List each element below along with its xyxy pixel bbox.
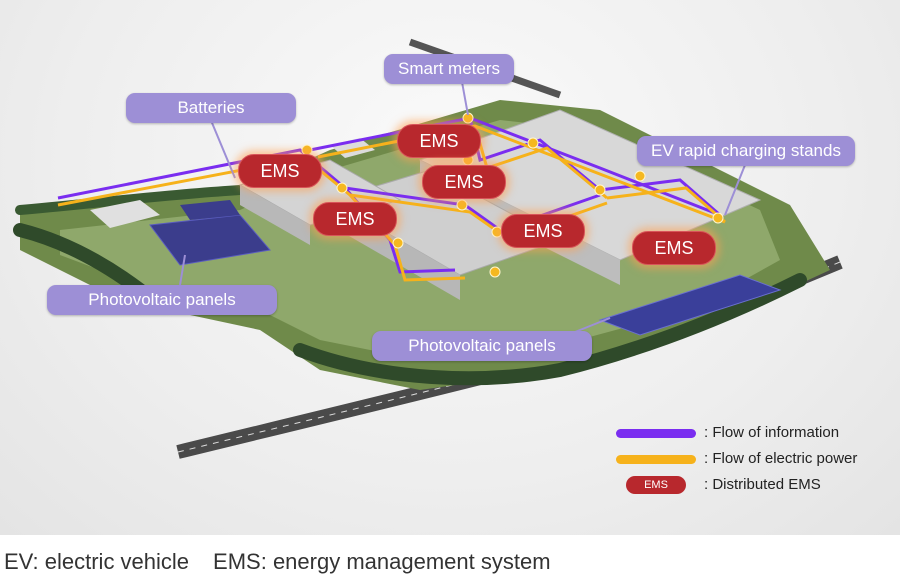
legend-power-label: : Flow of electric power xyxy=(704,450,858,467)
ems-badge: EMS xyxy=(313,202,397,236)
legend-ems: EMS : Distributed EMS xyxy=(616,474,896,496)
callout-batteries: Batteries xyxy=(126,93,296,123)
footnote: EV: electric vehicle EMS: energy manageme… xyxy=(4,549,575,575)
ems-badge: EMS xyxy=(422,165,506,199)
information-swatch xyxy=(616,429,696,438)
building-small xyxy=(90,200,160,228)
legend-ems-label: : Distributed EMS xyxy=(704,476,821,493)
ems-swatch: EMS xyxy=(626,476,686,494)
solar-array-left xyxy=(149,214,271,266)
footnote-ev: EV: electric vehicle xyxy=(4,549,190,574)
power-swatch xyxy=(616,455,696,464)
callout-ev-charging: EV rapid charging stands xyxy=(637,136,855,166)
ems-badge: EMS xyxy=(238,154,322,188)
ems-badge: EMS xyxy=(397,124,481,158)
callout-photovoltaic-bottom: Photovoltaic panels xyxy=(372,331,592,361)
footnote-ems: EMS: energy management system xyxy=(213,549,551,574)
solar-array-right xyxy=(598,274,782,336)
legend-power: : Flow of electric power xyxy=(616,448,896,470)
aerial-scene: Smart meters Batteries EV rapid charging… xyxy=(0,0,900,535)
callout-smart-meters: Smart meters xyxy=(384,54,515,84)
callout-photovoltaic-left: Photovoltaic panels xyxy=(47,285,277,315)
ems-badge: EMS xyxy=(501,214,585,248)
ems-badge: EMS xyxy=(632,231,716,265)
legend-information: : Flow of information xyxy=(616,422,896,444)
legend-information-label: : Flow of information xyxy=(704,424,840,441)
tree-line xyxy=(13,223,807,386)
